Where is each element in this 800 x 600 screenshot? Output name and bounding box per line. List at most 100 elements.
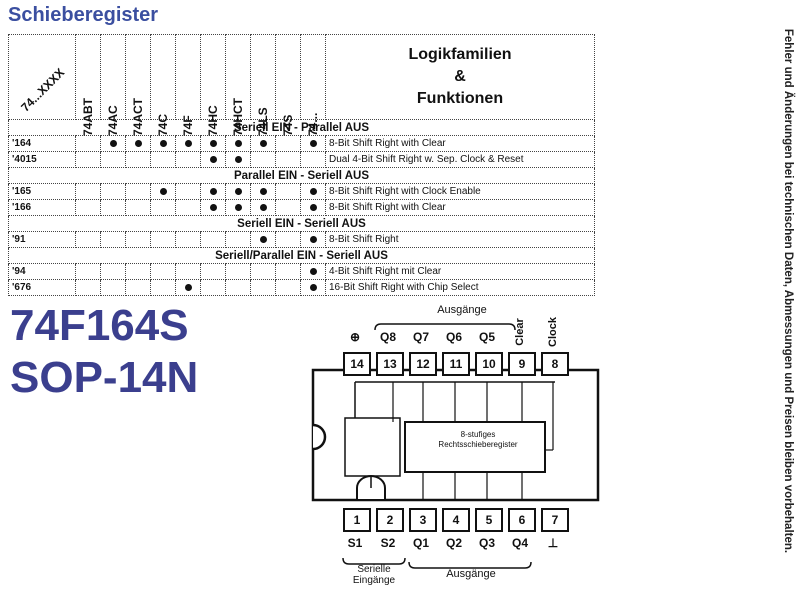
shift-register-block-label: 8-stufiges Rechtsschieberegister — [423, 430, 533, 450]
availability-cell — [150, 183, 176, 200]
availability-cell — [100, 199, 126, 216]
availability-cell — [100, 135, 126, 152]
availability-cell — [225, 183, 251, 200]
pin-label: ⊥ — [547, 536, 559, 550]
availability-cell — [300, 231, 326, 248]
column-header: 74F — [175, 34, 201, 136]
available-dot-icon — [209, 203, 217, 211]
available-dot-icon — [309, 267, 317, 275]
column-header: 74C — [150, 34, 176, 136]
function-header: Logikfamilien&Funktionen — [325, 34, 595, 120]
availability-cell — [125, 135, 151, 152]
available-dot-icon — [234, 203, 242, 211]
availability-cell — [225, 279, 251, 296]
table-row: '165 8-Bit Shift Right with Clock Enable — [8, 183, 595, 200]
availability-cell — [175, 263, 201, 280]
pin-13: 13 — [376, 352, 404, 376]
availability-cell — [75, 151, 101, 168]
available-dot-icon — [309, 283, 317, 291]
column-header: 74... — [300, 34, 326, 136]
corner-header: 74...XXXX — [8, 34, 76, 120]
availability-cell — [250, 263, 276, 280]
availability-cell — [175, 135, 201, 152]
part-number: 74F164S — [10, 301, 189, 350]
column-header: 74HCT — [225, 34, 251, 136]
part-code: '164 — [8, 135, 76, 152]
section-title: Seriell EIN - Parallel AUS — [8, 119, 595, 136]
column-header-label: 74HC — [206, 105, 220, 136]
available-dot-icon — [259, 187, 267, 195]
availability-cell — [250, 151, 276, 168]
pin-label: S1 — [347, 536, 363, 550]
section-title: Seriell/Parallel EIN - Seriell AUS — [8, 247, 595, 264]
available-dot-icon — [259, 139, 267, 147]
availability-cell — [200, 199, 226, 216]
availability-cell — [225, 151, 251, 168]
bottom-outputs-label: Ausgänge — [446, 568, 496, 580]
availability-cell — [275, 279, 301, 296]
availability-cell — [275, 199, 301, 216]
availability-cell — [100, 151, 126, 168]
availability-cell — [200, 151, 226, 168]
pin-5: 5 — [475, 508, 503, 532]
part-code: '94 — [8, 263, 76, 280]
pin-4: 4 — [442, 508, 470, 532]
pin-label: Q7 — [412, 330, 429, 344]
availability-cell — [275, 231, 301, 248]
available-dot-icon — [184, 283, 192, 291]
column-header: 74ACT — [125, 34, 151, 136]
pin-3: 3 — [409, 508, 437, 532]
availability-cell — [125, 231, 151, 248]
pin-2: 2 — [376, 508, 404, 532]
column-header-label: 74C — [156, 113, 170, 136]
function-description: 16-Bit Shift Right with Chip Select — [325, 279, 595, 296]
availability-cell — [200, 231, 226, 248]
pin-label: Q4 — [511, 536, 528, 550]
availability-cell — [75, 135, 101, 152]
availability-cell — [300, 263, 326, 280]
availability-cell — [275, 135, 301, 152]
availability-cell — [175, 199, 201, 216]
availability-cell — [225, 199, 251, 216]
availability-cell — [225, 231, 251, 248]
available-dot-icon — [234, 187, 242, 195]
section-header-row: Seriell EIN - Parallel AUS — [8, 119, 595, 136]
availability-cell — [225, 263, 251, 280]
package-type: SOP-14N — [10, 353, 199, 402]
availability-cell — [75, 279, 101, 296]
pin-label: Q8 — [379, 330, 396, 344]
availability-cell — [300, 279, 326, 296]
part-code: '165 — [8, 183, 76, 200]
availability-cell — [275, 263, 301, 280]
pin-label: S2 — [380, 536, 396, 550]
availability-cell — [300, 135, 326, 152]
part-code: '166 — [8, 199, 76, 216]
availability-cell — [300, 151, 326, 168]
column-header: 74S — [275, 34, 301, 136]
part-code: '676 — [8, 279, 76, 296]
availability-cell — [175, 279, 201, 296]
availability-cell — [250, 231, 276, 248]
function-description: 4-Bit Shift Right mit Clear — [325, 263, 595, 280]
top-outputs-label: Ausgänge — [437, 304, 487, 316]
availability-cell — [200, 279, 226, 296]
available-dot-icon — [134, 139, 142, 147]
function-description: 8-Bit Shift Right with Clock Enable — [325, 183, 595, 200]
pin-11: 11 — [442, 352, 470, 376]
section-title: Parallel EIN - Seriell AUS — [8, 167, 595, 184]
availability-cell — [150, 231, 176, 248]
column-header-label: 74F — [181, 115, 195, 136]
availability-cell — [275, 151, 301, 168]
available-dot-icon — [109, 139, 117, 147]
availability-cell — [200, 135, 226, 152]
disclaimer-note: Fehler und Änderungen bei technischen Da… — [782, 28, 794, 554]
pin-label: Clock — [547, 317, 559, 347]
pin-label: Q3 — [478, 536, 495, 550]
availability-cell — [250, 135, 276, 152]
available-dot-icon — [159, 187, 167, 195]
